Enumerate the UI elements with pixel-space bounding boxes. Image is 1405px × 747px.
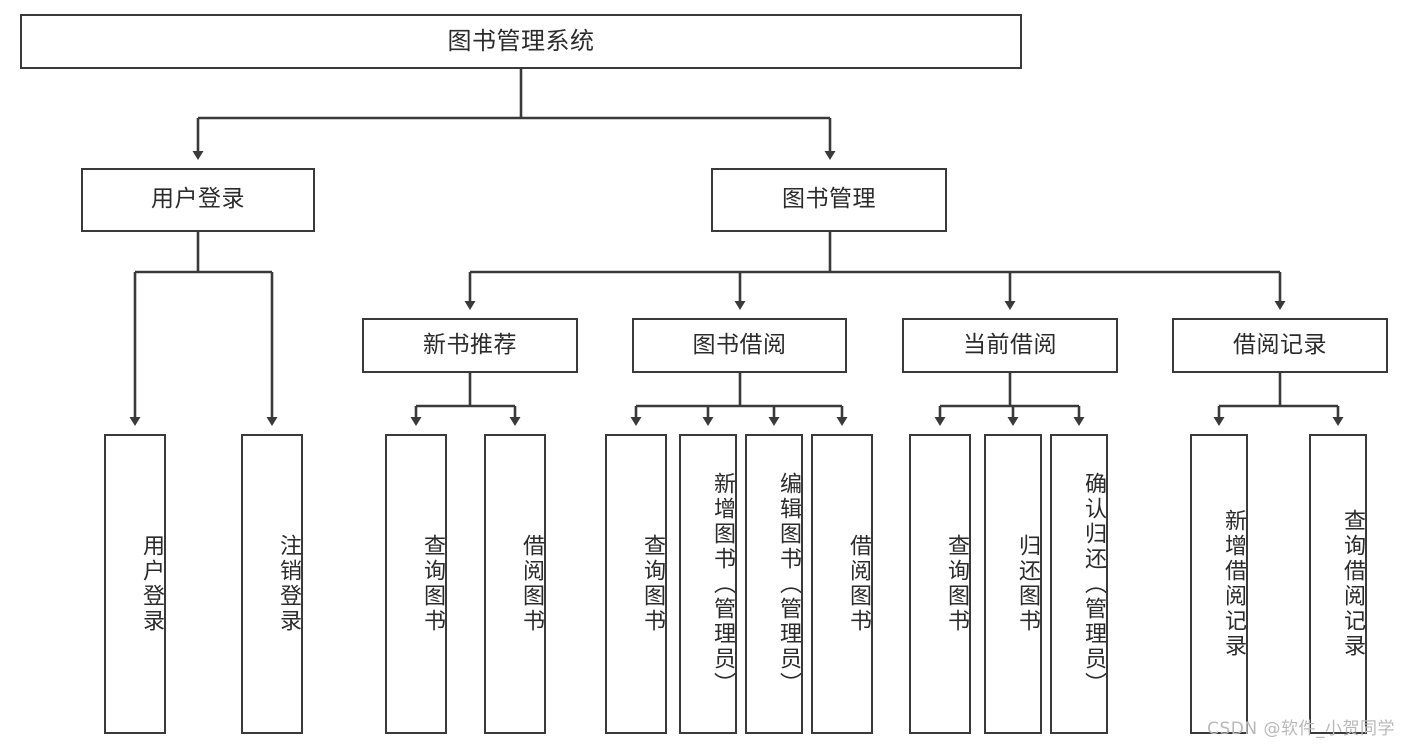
- node-label: 当前借阅: [963, 331, 1057, 358]
- leaf-borrow-book-newbook[interactable]: 借阅图书: [484, 434, 546, 734]
- node-label: 查询图书: [420, 534, 445, 634]
- leaf-edit-book-admin[interactable]: 编辑图书（管理员）: [745, 434, 803, 734]
- node-borrow-record[interactable]: 借阅记录: [1172, 318, 1388, 373]
- node-label: 归还图书: [1015, 534, 1040, 634]
- node-label: 用户登录: [139, 534, 164, 634]
- node-new-book-recommend[interactable]: 新书推荐: [362, 318, 578, 373]
- node-label: 图书管理系统: [447, 27, 595, 56]
- csdn-watermark: CSDN @软件_小贺同学: [1207, 719, 1395, 739]
- node-label: 图书借阅: [692, 331, 787, 358]
- node-label: 借阅图书: [519, 534, 544, 634]
- leaf-user-login[interactable]: 用户登录: [104, 434, 166, 734]
- node-label: 新书推荐: [423, 331, 517, 358]
- node-label: 用户登录: [151, 186, 245, 213]
- leaf-return-book[interactable]: 归还图书: [984, 434, 1042, 734]
- node-book-borrow[interactable]: 图书借阅: [632, 318, 847, 373]
- leaf-borrow-book[interactable]: 借阅图书: [811, 434, 873, 734]
- leaf-query-borrow-record[interactable]: 查询借阅记录: [1309, 434, 1367, 734]
- node-label: 查询图书: [944, 534, 969, 634]
- node-label: 编辑图书（管理员）: [776, 471, 801, 697]
- node-label: 借阅图书: [846, 534, 871, 634]
- leaf-query-book-newbook[interactable]: 查询图书: [385, 434, 447, 734]
- node-label: 查询借阅记录: [1340, 509, 1365, 659]
- leaf-query-book-borrow[interactable]: 查询图书: [605, 434, 667, 734]
- node-label: 注销登录: [276, 534, 301, 634]
- node-current-borrow[interactable]: 当前借阅: [902, 318, 1118, 373]
- leaf-logout[interactable]: 注销登录: [241, 434, 303, 734]
- leaf-confirm-return-admin[interactable]: 确认归还（管理员）: [1050, 434, 1108, 734]
- leaf-query-book-current[interactable]: 查询图书: [909, 434, 971, 734]
- node-label: 查询图书: [640, 534, 665, 634]
- node-label: 借阅记录: [1233, 331, 1327, 358]
- node-book-management[interactable]: 图书管理: [711, 168, 947, 232]
- node-label: 新增借阅记录: [1221, 509, 1246, 659]
- node-label: 新增图书（管理员）: [710, 471, 735, 697]
- node-label: 确认归还（管理员）: [1081, 471, 1106, 697]
- node-root[interactable]: 图书管理系统: [20, 14, 1022, 69]
- node-label: 图书管理: [782, 186, 876, 213]
- leaf-add-book-admin[interactable]: 新增图书（管理员）: [679, 434, 737, 734]
- leaf-add-borrow-record[interactable]: 新增借阅记录: [1190, 434, 1248, 734]
- node-user-login[interactable]: 用户登录: [81, 168, 315, 232]
